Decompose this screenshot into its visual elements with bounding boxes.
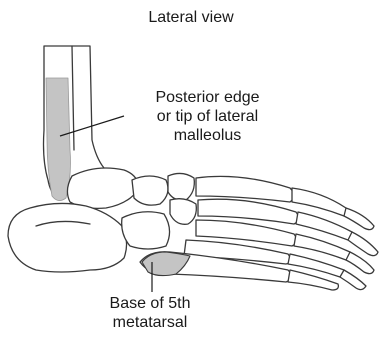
navicular-bone xyxy=(132,176,168,205)
diagram-title: Lateral view xyxy=(0,8,382,27)
toe-tip-2 xyxy=(348,232,378,256)
metatarsal-label-line-1: Base of 5th xyxy=(70,294,230,313)
fifth-metatarsal-label: Base of 5th metatarsal xyxy=(70,294,230,332)
cuboid-bone xyxy=(122,212,170,249)
lateral-malleolus-label: Posterior edge or tip of lateral malleol… xyxy=(120,88,295,145)
malleolus-label-line-1: Posterior edge xyxy=(120,88,295,107)
toe-tip-4 xyxy=(340,270,366,290)
malleolus-label-line-3: malleolus xyxy=(120,126,295,145)
cuneiform-bone-1 xyxy=(168,173,194,200)
malleolus-label-line-2: or tip of lateral xyxy=(120,107,295,126)
metatarsal-1 xyxy=(196,176,294,202)
toe-tip-1 xyxy=(344,208,374,230)
talus-bone xyxy=(67,168,138,208)
calcaneus-bone xyxy=(8,203,127,272)
metatarsal-label-line-2: metatarsal xyxy=(70,313,230,332)
phalanx-1 xyxy=(292,188,348,216)
cuneiform-bone-2 xyxy=(170,199,196,225)
lateral-malleolus-highlight xyxy=(46,78,71,201)
